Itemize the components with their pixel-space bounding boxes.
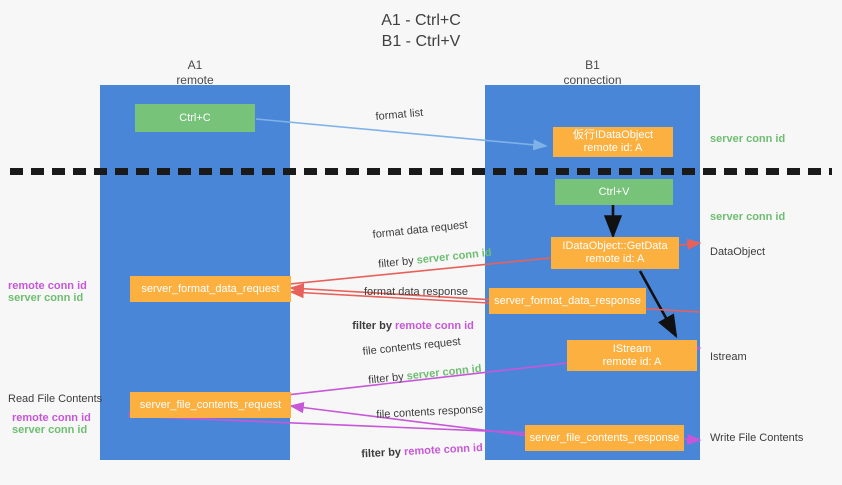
label-istream: Istream <box>710 351 747 363</box>
label-write-file-contents: Write File Contents <box>710 432 804 444</box>
label-remote-conn-id-upper: remote conn id <box>8 280 87 292</box>
box-idataobject-getdata[interactable]: IDataObject::GetData remote id: A <box>551 237 679 269</box>
caption-filter-prefix-3: filter by <box>367 370 408 387</box>
page-title: A1 - Ctrl+C B1 - Ctrl+V <box>381 12 461 50</box>
caption-filter-value-remote-conn-id: remote conn id <box>395 320 474 332</box>
box-ctrl-v[interactable]: Ctrl+V <box>555 179 673 205</box>
phase-divider <box>10 168 832 175</box>
caption-file-contents-response: file contents response <box>376 403 484 421</box>
box-idataobject-remote[interactable]: 仮行IDataObject remote id: A <box>553 127 673 157</box>
caption-filter-prefix: filter by <box>377 254 418 271</box>
label-remote-conn-id-lower: remote conn id <box>12 412 91 424</box>
box-server-format-data-response[interactable]: server_format_data_response <box>489 288 646 314</box>
caption-file-contents-response-filter: filter by remote conn id <box>348 427 484 476</box>
caption-filter-value-server-conn-id: server conn id <box>416 246 493 267</box>
box-server-file-contents-response[interactable]: server_file_contents_response <box>525 425 684 451</box>
label-read-file-contents: Read File Contents <box>8 393 103 405</box>
label-server-conn-id-top: server conn id <box>710 133 786 145</box>
caption-format-data-response-filter: filter by remote conn id <box>340 305 474 347</box>
box-ctrl-c[interactable]: Ctrl+C <box>135 104 255 132</box>
column-header-b1: B1 connection <box>563 58 622 87</box>
column-header-a1: A1 remote <box>176 58 214 87</box>
label-dataobject: DataObject <box>710 246 766 258</box>
label-server-conn-id-mid: server conn id <box>710 211 786 223</box>
caption-filter-value-remote-conn-id-2: remote conn id <box>403 441 484 459</box>
box-istream-remote[interactable]: IStream remote id: A <box>567 340 697 371</box>
caption-filter-prefix-4: filter by <box>361 446 405 461</box>
box-server-format-data-request[interactable]: server_format_data_request <box>130 276 291 302</box>
caption-filter-value-server-conn-id-2: server conn id <box>406 362 483 383</box>
caption-filter-prefix-2: filter by <box>352 320 396 332</box>
label-server-conn-id-upper: server conn id <box>8 292 84 304</box>
label-server-conn-id-lower: server conn id <box>12 424 88 436</box>
box-server-file-contents-request[interactable]: server_file_contents_request <box>130 392 291 418</box>
caption-format-list: format list <box>375 106 424 123</box>
caption-format-data-response: format data response <box>364 286 468 298</box>
